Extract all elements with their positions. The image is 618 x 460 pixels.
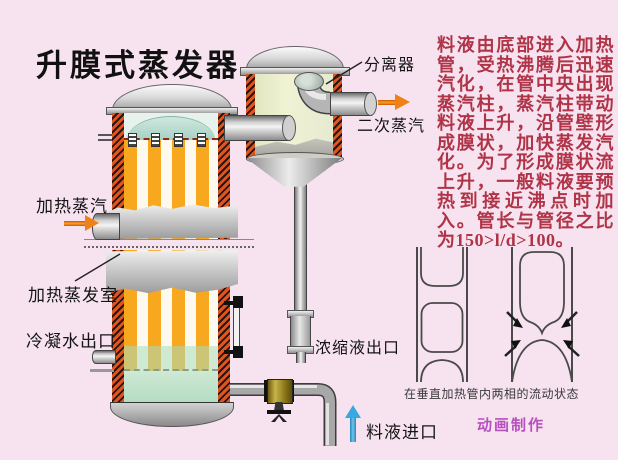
arrow-up-icon [350, 418, 356, 442]
liquid-pool [124, 371, 218, 405]
level-gauge-tube [233, 303, 240, 353]
page-title: 升膜式蒸发器 [36, 48, 240, 83]
separator-downpipe [294, 182, 307, 312]
valve-stem [274, 402, 284, 411]
valve-flange-left [264, 380, 267, 402]
connecting-pipe-cap [282, 115, 296, 141]
label-heating-chamber: 加热蒸发室 [28, 286, 118, 305]
break-line-dotted [84, 246, 254, 248]
downpipe-nozzle [296, 352, 306, 363]
vapor-connecting-pipe [224, 115, 290, 141]
break-line-solid [84, 239, 254, 240]
tube-end-icon [197, 133, 206, 147]
label-secondary-vapor: 二次蒸汽 [357, 118, 426, 135]
label-concentrate-outlet: 浓缩液出口 [315, 340, 401, 357]
steam-chest-lower [106, 249, 238, 294]
valve-body [267, 379, 293, 404]
tube-end-icon [151, 133, 160, 147]
level-gauge-bracket-bottom [224, 350, 241, 354]
downpipe-flange-body [290, 316, 311, 346]
elbow-mouth [294, 72, 324, 91]
arrow-right-icon [378, 100, 395, 105]
valve-handwheel [267, 410, 291, 414]
arrow-right-icon [64, 221, 85, 226]
level-gauge-bracket-top [224, 301, 241, 305]
separator-wall-right [333, 74, 342, 160]
process-description: 料液由底部进入加热管，受热沸腾后迅速汽化，在管中央出现蒸汽柱，蒸汽柱带动料液上升… [437, 35, 614, 250]
tube-end-icon [128, 133, 137, 147]
label-condensate-outlet: 冷凝水出口 [26, 332, 116, 351]
drawing-break-gap [104, 239, 240, 250]
level-gauge-knob-bottom [233, 346, 243, 358]
credit-text: 动画制作 [477, 418, 546, 434]
arrow-right-icon [85, 215, 99, 231]
condensate-fitting [90, 369, 114, 372]
level-gauge-knob-top [233, 296, 243, 308]
liquid-in-tubes [124, 346, 218, 371]
flange-tick [98, 134, 112, 136]
flow-pattern-diagram [416, 247, 580, 383]
secondary-vapor-pipe-cap [364, 92, 377, 116]
label-feed-inlet: 料液进口 [366, 423, 438, 442]
flow-diagram-caption: 在垂直加热管内两相的流动状态 [404, 387, 580, 401]
steam-chest-upper [106, 204, 238, 239]
flange-tick [98, 139, 112, 141]
arrow-up-icon [345, 405, 361, 418]
label-separator: 分离器 [364, 57, 416, 74]
condensate-outlet-pipe [92, 350, 116, 364]
label-heating-steam: 加热蒸汽 [36, 197, 108, 216]
tube-end-icon [174, 133, 183, 147]
tube-sheet-top [124, 138, 218, 140]
arrow-right-icon [395, 94, 410, 110]
